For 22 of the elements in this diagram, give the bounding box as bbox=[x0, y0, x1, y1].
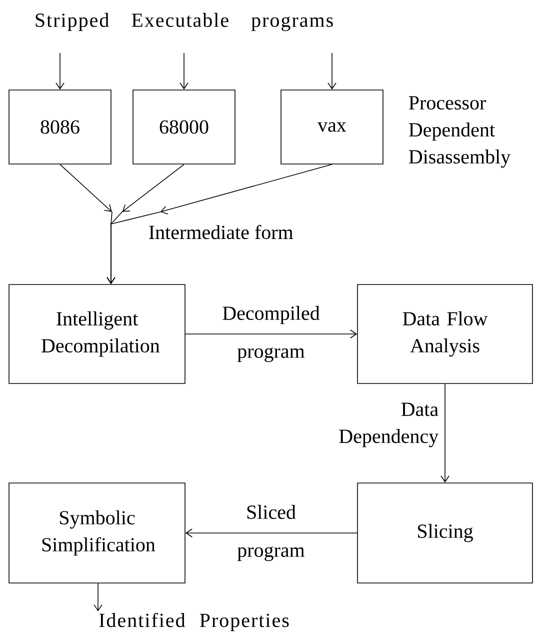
arrow bbox=[185, 528, 358, 538]
text-label: Processor Dependent Disassembly bbox=[408, 96, 511, 168]
text-label: Stripped Executable programs bbox=[36, 12, 333, 32]
process-box: 8086 bbox=[8, 90, 112, 164]
arrow bbox=[180, 52, 188, 90]
edge-label: Decompiled program bbox=[222, 306, 320, 362]
arrow bbox=[56, 52, 64, 90]
text-label: Intermediate form bbox=[149, 224, 294, 240]
arrow bbox=[328, 52, 336, 90]
process-box: Slicing bbox=[357, 482, 533, 584]
arrow bbox=[94, 583, 102, 612]
edge-label: Data Dependency bbox=[339, 402, 439, 448]
arrow bbox=[440, 384, 450, 483]
edge-label: Sliced program bbox=[237, 504, 305, 562]
process-box: Data Flow Analysis bbox=[357, 284, 533, 384]
process-box: vax bbox=[280, 90, 384, 164]
arrow bbox=[106, 164, 332, 284]
process-box: 68000 bbox=[132, 90, 236, 164]
text-label: Identified Properties bbox=[99, 612, 289, 632]
arrow bbox=[185, 330, 358, 338]
process-box: Symbolic Simplification bbox=[8, 482, 186, 584]
process-box: Intelligent Decompilation bbox=[8, 284, 186, 384]
